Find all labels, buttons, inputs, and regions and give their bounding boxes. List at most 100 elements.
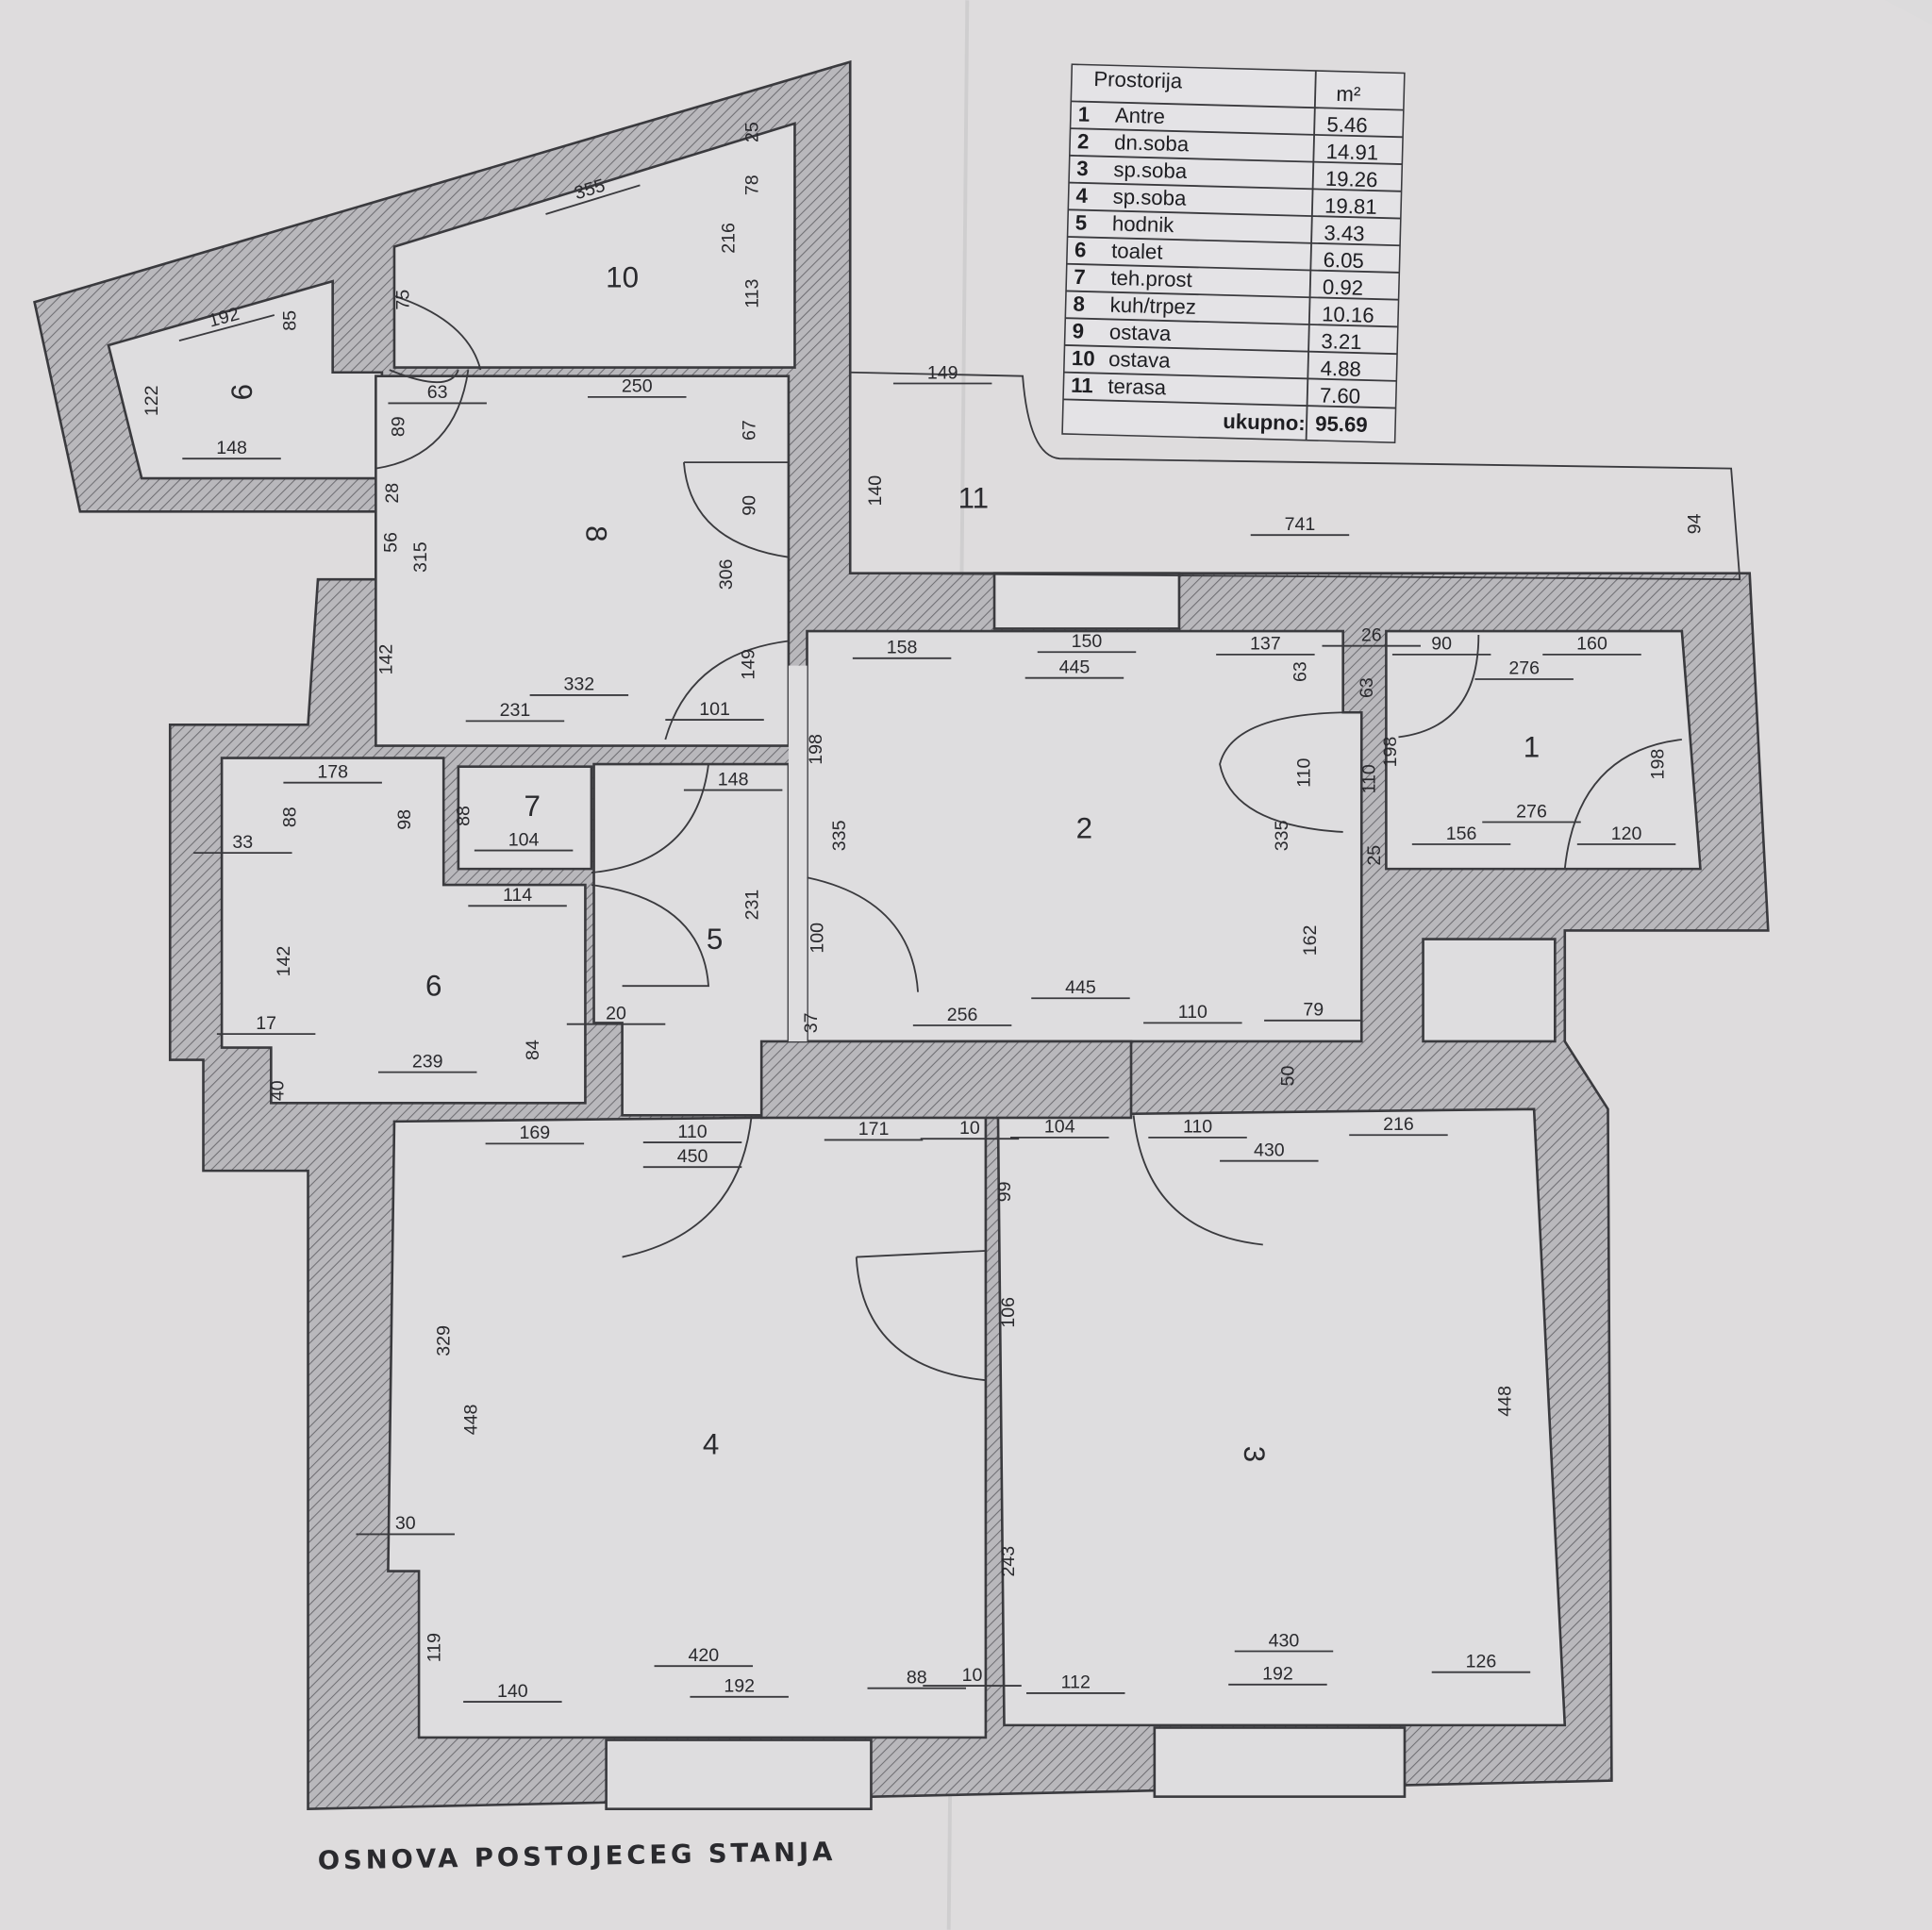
dimension-label: 148 [718, 769, 749, 790]
dimension-label: 90 [740, 495, 760, 516]
room-number-8: 8 [580, 525, 613, 541]
room-10-area [392, 122, 796, 369]
dimension-label: 335 [829, 820, 850, 851]
room-area: 5.46 [1326, 112, 1368, 137]
dimension-label: 104 [1044, 1117, 1075, 1138]
dimension-label: 114 [503, 885, 532, 906]
table-header-room: Prostorija [1093, 67, 1183, 92]
dimension-label: 329 [434, 1325, 455, 1356]
room-number-7: 7 [525, 790, 541, 823]
room-number-10: 10 [606, 261, 639, 294]
dimension-label: 26 [1361, 624, 1382, 645]
dimension-line [545, 184, 641, 215]
dimension-label: 142 [274, 946, 294, 977]
room-number: 1 [1077, 102, 1090, 125]
room-number-2: 2 [1076, 811, 1092, 844]
room-number: 9 [1072, 319, 1084, 342]
room-9-area [107, 279, 384, 480]
table-total-value: 95.69 [1315, 411, 1368, 436]
room-area: 3.43 [1324, 221, 1365, 245]
table-row: 5 hodnik 3.43 [1068, 208, 1401, 245]
dimension-label: 78 [741, 175, 762, 195]
dimension-label: 101 [699, 699, 730, 720]
dimension-label: 158 [887, 638, 918, 658]
dimension-label: 430 [1269, 1630, 1300, 1651]
room-area: 19.81 [1324, 193, 1377, 218]
room-number: 5 [1074, 210, 1087, 234]
dimension-label: 171 [858, 1119, 890, 1140]
dimension-label: 120 [1611, 824, 1642, 844]
dimension-label: 113 [741, 278, 762, 308]
dimension-label: 89 [388, 416, 408, 437]
dimension-label: 63 [427, 382, 448, 403]
dimension-label: 450 [677, 1146, 708, 1167]
window [1153, 1726, 1407, 1798]
dimension-label: 20 [606, 1003, 626, 1023]
window [605, 1739, 873, 1810]
dimension-label: 192 [1262, 1664, 1293, 1685]
dimension-label: 162 [1300, 925, 1321, 957]
dimension-label: 216 [1383, 1114, 1414, 1135]
room-name: ostava [1108, 347, 1172, 373]
room-number-6: 6 [425, 970, 441, 1003]
dimension-label: 67 [740, 420, 760, 441]
dimension-label: 25 [1364, 845, 1385, 866]
dimension-label: 140 [497, 1681, 528, 1702]
room-number: 2 [1077, 129, 1090, 153]
room-number: 3 [1076, 157, 1089, 180]
room-number-4: 4 [703, 1428, 719, 1461]
dimension-label: 148 [216, 438, 247, 458]
window [992, 572, 1181, 630]
dimension-label: 79 [1303, 1000, 1324, 1021]
dimension-label: 160 [1576, 634, 1607, 655]
dimension-label: 28 [382, 483, 403, 504]
dimension-label: 150 [1072, 631, 1103, 652]
dimension-label: 50 [1277, 1066, 1298, 1087]
dimension-label: 110 [1183, 1117, 1212, 1138]
dimension-label: 448 [460, 1405, 481, 1436]
dimension-label: 99 [994, 1181, 1015, 1202]
dimension-label: 178 [317, 761, 348, 782]
room-number: 8 [1073, 292, 1085, 316]
room-name: ostava [1109, 320, 1173, 345]
room-1-area [1385, 629, 1702, 871]
dimension-label: 420 [688, 1645, 719, 1666]
room-name: teh.prost [1110, 266, 1192, 291]
dimension-label: 126 [1466, 1651, 1497, 1672]
dimension-label: 110 [677, 1122, 707, 1142]
dimension-label: 169 [520, 1123, 551, 1143]
room-name: dn.soba [1114, 130, 1190, 156]
room-name: kuh/trpez [1109, 293, 1196, 319]
dimension-label: 140 [865, 475, 886, 507]
room-name: hodnik [1112, 211, 1175, 237]
dimension-label: 256 [947, 1005, 978, 1025]
dimension-label: 40 [267, 1080, 288, 1101]
dimension-label: 315 [410, 541, 431, 573]
dimension-label: 306 [716, 559, 737, 591]
dimension-label: 231 [741, 890, 762, 921]
room-area: 0.92 [1323, 275, 1364, 300]
terrace-outline [850, 371, 1741, 581]
dimension-label: 243 [998, 1546, 1019, 1577]
room-area: 4.88 [1320, 357, 1361, 381]
room-6-area [220, 757, 587, 1105]
dimension-label: 85 [279, 310, 300, 331]
room-number-5: 5 [707, 923, 723, 956]
room-area: 6.05 [1323, 248, 1364, 273]
table-header-area: m² [1336, 82, 1361, 107]
room-number: 4 [1075, 184, 1089, 208]
dimension-label: 276 [1508, 658, 1540, 679]
room-number-11: 11 [958, 481, 990, 514]
dimension-label: 112 [1061, 1672, 1091, 1693]
dimension-label: 110 [1359, 764, 1380, 793]
